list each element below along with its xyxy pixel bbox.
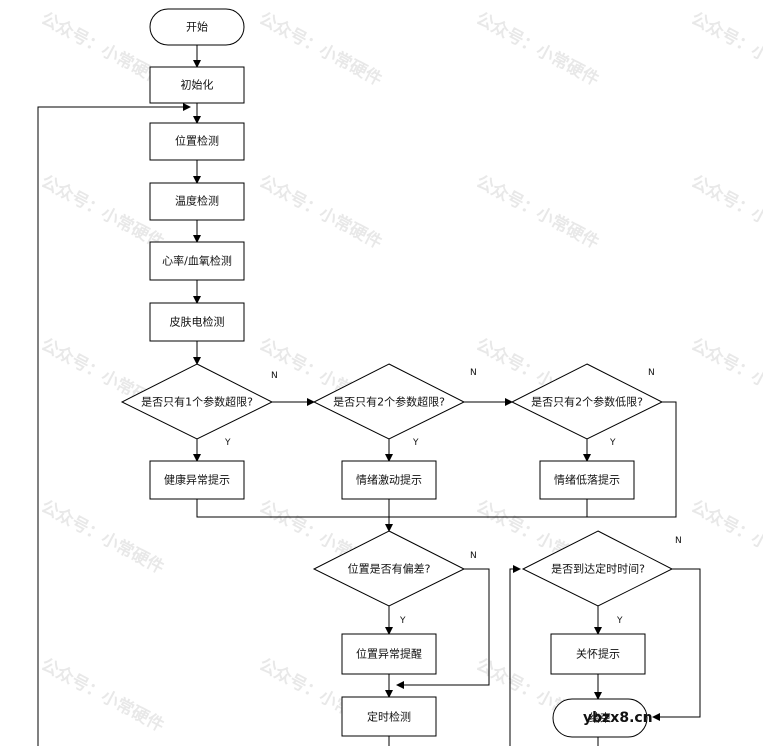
node-skin-detect: [149, 302, 245, 342]
edge-loop-timer: [509, 565, 521, 746]
label-d3-no: N: [648, 368, 655, 378]
edge-loop-left: [37, 103, 191, 746]
node-decision-3: [510, 363, 664, 440]
watermark: 公众号：小常硬件: [688, 334, 763, 416]
label-d1-yes: Y: [224, 438, 231, 448]
watermark: 公众号：小常硬件: [688, 8, 763, 90]
node-temp-detect-label: 温度检测: [175, 194, 219, 208]
branch-label-layer: Y Y Y Y Y N N N N N: [224, 368, 682, 626]
watermark: 公众号：小常硬件: [688, 171, 763, 253]
node-care-alert: [550, 633, 646, 675]
node-init-label: 初始化: [181, 78, 214, 92]
node-hr-detect-label: 心率/血氧检测: [162, 254, 232, 268]
node-start-label: 开始: [186, 20, 208, 34]
node-decision-2: [312, 363, 466, 440]
node-pos-detect-label: 位置检测: [175, 134, 219, 148]
label-dpos-yes: Y: [399, 616, 406, 626]
node-excite-alert-label: 情绪激动提示: [356, 473, 422, 487]
node-decision-time-label: 是否到达定时时间?: [551, 562, 645, 576]
node-init: [149, 66, 245, 104]
node-decision-3-label: 是否只有2个参数低限?: [531, 395, 643, 409]
node-health-alert-label: 健康异常提示: [164, 473, 230, 487]
label-d1-no: N: [271, 371, 278, 381]
watermark: 公众号：小常硬件: [38, 496, 168, 578]
watermark: 公众号：小常硬件: [38, 8, 168, 90]
edge-layer: [37, 45, 701, 746]
node-low-alert-label: 情绪低落提示: [554, 473, 620, 487]
node-layer: 开始 初始化 位置检测 温度检测 心率/血氧检测 皮肤电检测 是否只有1个参数超…: [120, 8, 674, 738]
edge-dpos-no: [396, 568, 490, 689]
watermark: 公众号：小常硬件: [473, 171, 603, 253]
edge-health-merge: [196, 499, 389, 518]
watermark: 公众号：小常硬件: [256, 8, 386, 90]
label-d2-yes: Y: [412, 438, 419, 448]
node-pos-alert-label: 位置异常提醒: [356, 647, 422, 661]
node-skin-detect-label: 皮肤电检测: [170, 315, 225, 329]
watermark: 公众号：小常硬件: [38, 171, 168, 253]
node-decision-2-label: 是否只有2个参数超限?: [333, 395, 445, 409]
node-pos-alert: [341, 633, 437, 675]
edge-d3-no-merge: [587, 401, 677, 518]
node-end: [552, 698, 648, 738]
watermark: 公众号：小常硬件: [473, 8, 603, 90]
node-decision-position: [312, 530, 466, 607]
watermark: 公众号：小常硬件: [38, 654, 168, 736]
watermark: 公众号：小常硬件: [256, 171, 386, 253]
site-watermark: ybzx8.cn: [583, 710, 653, 726]
node-temp-detect: [149, 182, 245, 221]
node-decision-1-label: 是否只有1个参数超限?: [141, 395, 253, 409]
watermark: 公众号：小常硬件: [688, 496, 763, 578]
node-care-alert-label: 关怀提示: [576, 647, 620, 661]
node-hr-detect: [149, 241, 245, 281]
node-pos-detect: [149, 122, 245, 161]
label-dtime-no: N: [675, 536, 682, 546]
label-dpos-no: N: [470, 551, 477, 561]
label-d3-yes: Y: [609, 438, 616, 448]
edge-dtime-no: [652, 568, 701, 721]
node-decision-1: [120, 363, 274, 440]
node-timer-detect: [341, 696, 437, 737]
node-end-label: 结束: [589, 712, 611, 725]
node-timer-detect-label: 定时检测: [367, 710, 411, 724]
node-decision-position-label: 位置是否有偏差?: [348, 562, 431, 576]
node-decision-time: [521, 530, 674, 607]
node-start: [149, 8, 245, 46]
node-excite-alert: [341, 460, 437, 500]
node-low-alert: [539, 460, 635, 500]
label-dtime-yes: Y: [616, 616, 623, 626]
label-d2-no: N: [470, 368, 477, 378]
node-health-alert: [149, 460, 245, 500]
